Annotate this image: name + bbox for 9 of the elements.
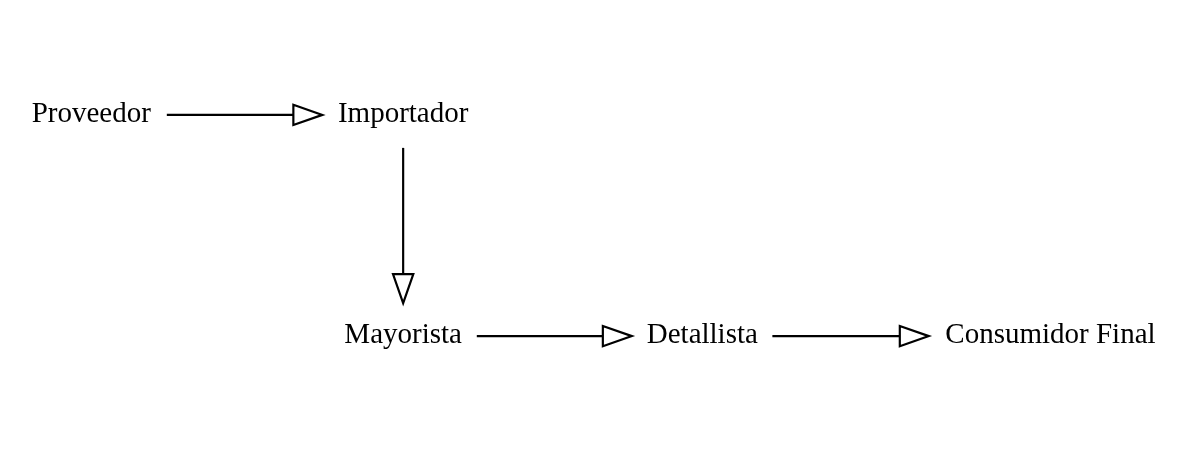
node-text: Importador [337,95,469,128]
arrow [391,147,415,306]
node-text: Detallista [646,316,758,349]
arrow [166,102,326,127]
arrow [476,323,636,348]
node-text: Consumidor Final [945,316,1156,349]
node-text: Proveedor [31,95,151,128]
node-text: Mayorista [344,316,462,349]
arrow [772,323,933,348]
